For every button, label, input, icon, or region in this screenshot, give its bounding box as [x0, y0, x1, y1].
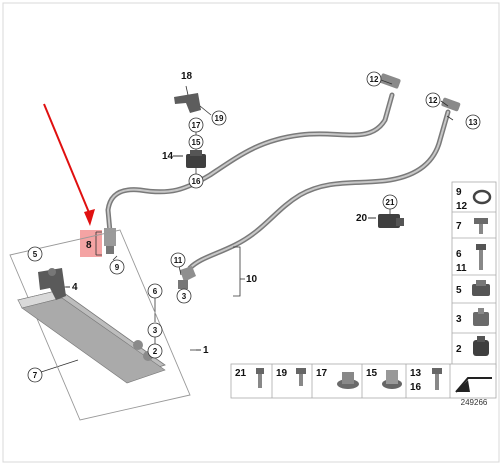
- callout-2: 2: [147, 343, 163, 359]
- label-20: 20: [356, 213, 368, 224]
- bottom-part-13: 13: [410, 368, 422, 379]
- callout-13-label: 13: [469, 118, 478, 127]
- side-part-11: 11: [456, 263, 467, 274]
- label-14: 14: [162, 151, 174, 162]
- side-part-9: 9: [456, 187, 462, 198]
- screw-icon-19: [296, 368, 306, 386]
- side-part-5: 5: [456, 285, 462, 296]
- callout-21: 21: [382, 194, 398, 210]
- pipe-line-upper: [105, 73, 401, 235]
- callout-12b: 12: [425, 92, 441, 108]
- diagram-id: 249266: [461, 398, 488, 407]
- bottom-parts-panel: 21 19 17 15 13 16: [230, 363, 497, 399]
- callout-3-label: 3: [182, 292, 187, 301]
- bushing-icon: [473, 308, 489, 326]
- callout-11-label: 11: [174, 256, 183, 265]
- nut-icon-17: [337, 372, 359, 389]
- bottom-part-19: 19: [276, 368, 288, 379]
- callout-3b-label: 3: [153, 326, 158, 335]
- bracket-18: [174, 85, 212, 116]
- callout-12a: 12: [366, 71, 382, 87]
- highlight-arrow: [43, 103, 95, 226]
- callout-17-label: 17: [192, 121, 201, 130]
- side-part-12: 12: [456, 201, 468, 212]
- label-8: 8: [86, 240, 92, 251]
- callout-6-label: 6: [153, 287, 158, 296]
- callout-15: 15: [188, 134, 204, 150]
- grommet-icon: [473, 336, 489, 356]
- callout-2-label: 2: [153, 347, 158, 356]
- pipe-line-lower: [187, 97, 461, 271]
- bracket-4: [38, 268, 66, 300]
- screw-icon-21: [256, 368, 264, 388]
- callout-9-label: 9: [115, 263, 120, 272]
- oil-cooler-box: [9, 229, 191, 421]
- o-ring-icon: [472, 189, 492, 205]
- callout-5: 5: [27, 246, 43, 262]
- callout-6: 6: [147, 283, 163, 299]
- pipe-fitting-10: [178, 266, 196, 289]
- bottom-part-15: 15: [366, 368, 378, 379]
- side-part-3: 3: [456, 314, 462, 325]
- leader-lines: [34, 79, 454, 375]
- bolt-icon: [476, 244, 486, 270]
- screw-icon-13: [432, 368, 442, 390]
- callout-7-label: 7: [33, 371, 38, 380]
- callout-11: 11: [170, 252, 186, 268]
- bottom-part-16: 16: [410, 382, 422, 393]
- highlight-box: [80, 230, 102, 257]
- callout-12a-label: 12: [370, 75, 379, 84]
- callout-21-label: 21: [386, 198, 395, 207]
- callout-9: 9: [109, 259, 125, 275]
- callout-16-label: 16: [192, 177, 201, 186]
- callout-16: 16: [188, 173, 204, 189]
- oil-cooler: [17, 289, 166, 384]
- side-parts-panel: 9 12 7 6 11 5 3 2: [451, 181, 497, 369]
- callout-15-label: 15: [192, 138, 201, 147]
- callout-19a-label: 19: [215, 114, 224, 123]
- label-1: 1: [203, 345, 209, 356]
- callout-13: 13: [465, 114, 481, 130]
- callout-3b: 3: [147, 322, 163, 338]
- label-4: 4: [72, 282, 78, 293]
- callout-12b-label: 12: [429, 96, 438, 105]
- nut-icon: [472, 280, 490, 296]
- side-part-7: 7: [456, 221, 462, 232]
- sleeve-icon-15: [382, 370, 402, 389]
- bottom-part-17: 17: [316, 368, 328, 379]
- callout-17: 17: [188, 117, 204, 133]
- clamp-screw-icon: [474, 218, 488, 234]
- navigation-arrow-icon: [455, 377, 492, 393]
- callout-3: 3: [176, 288, 192, 304]
- callout-7: 7: [27, 367, 43, 383]
- label-18: 18: [181, 71, 193, 82]
- bottom-part-21: 21: [235, 368, 247, 379]
- side-part-6: 6: [456, 249, 462, 260]
- side-part-2: 2: [456, 344, 462, 355]
- callout-19a: 19: [211, 110, 227, 126]
- callout-5-label: 5: [33, 250, 38, 259]
- label-10: 10: [246, 274, 258, 285]
